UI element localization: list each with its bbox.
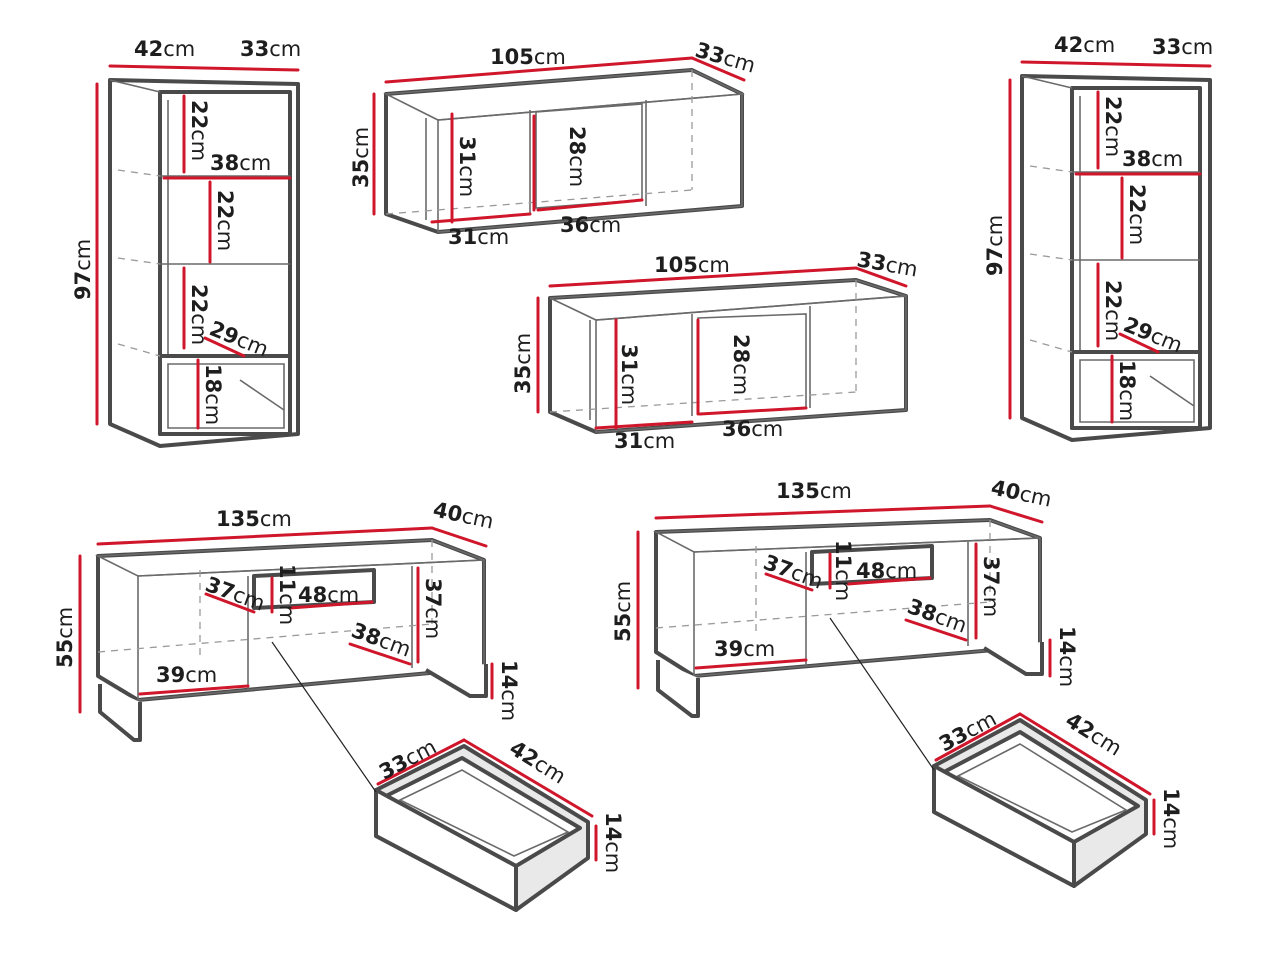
- dim-wb-height: 35cm: [511, 333, 535, 394]
- bookcase-left: [95, 64, 300, 448]
- sideboard-right: [636, 504, 1052, 718]
- dim-wb-depth: 33cm: [855, 247, 919, 281]
- dim-sl-height: 55cm: [53, 607, 77, 668]
- dim-wa-inner-width: 31cm: [448, 225, 509, 249]
- dim-wb-inner-width-2: 36cm: [722, 417, 783, 441]
- dim-dl-height: 14cm: [601, 812, 625, 873]
- dim-wa-width: 105cm: [490, 45, 566, 69]
- dim-wb-width: 105cm: [654, 253, 730, 277]
- dim-wb-inner-height-2: 28cm: [729, 334, 753, 395]
- bookcase-right: [1008, 60, 1212, 442]
- dim-sr-height: 55cm: [611, 581, 635, 642]
- dim-wa-inner-height-2: 28cm: [565, 126, 589, 187]
- dim-sl-drawer-width: 48cm: [298, 583, 359, 607]
- dim-tr-shelf1: 22cm: [1101, 96, 1125, 157]
- dim-tl-shelf2: 22cm: [213, 190, 237, 251]
- drawer-left: [271, 641, 598, 912]
- dim-sr-drawer-height: 11cm: [831, 540, 855, 601]
- dim-dr-height: 14cm: [1159, 788, 1183, 849]
- dim-tr-shelf2: 22cm: [1125, 184, 1149, 245]
- dim-tl-depth: 33cm: [240, 37, 301, 61]
- dim-wb-inner-width: 31cm: [614, 429, 675, 453]
- dim-tr-inner-width: 38cm: [1122, 147, 1183, 171]
- dim-sl-depth: 40cm: [431, 497, 496, 533]
- dim-sr-leg-height: 14cm: [1055, 626, 1079, 687]
- dim-sl-side-height: 37cm: [421, 578, 445, 639]
- wall-shelf-bottom: [536, 266, 908, 434]
- dim-sl-drawer-depth: 37cm: [202, 572, 268, 616]
- dim-sr-width: 135cm: [776, 479, 852, 503]
- dim-sr-side-height: 37cm: [979, 556, 1003, 617]
- sideboard-left: [78, 526, 494, 742]
- dim-tl-inner-width: 38cm: [210, 151, 271, 175]
- drawer-right: [829, 617, 1156, 888]
- dim-wa-height: 35cm: [349, 127, 373, 188]
- dim-tl-width: 42cm: [134, 37, 195, 61]
- dim-sl-width: 135cm: [216, 507, 292, 531]
- dim-tr-shelf3: 22cm: [1101, 280, 1125, 341]
- dim-sr-bottom-width: 39cm: [714, 637, 775, 661]
- dim-tr-height: 97cm: [983, 215, 1007, 276]
- dim-wa-inner-height: 31cm: [455, 136, 479, 197]
- dim-wa-inner-width-2: 36cm: [560, 213, 621, 237]
- dim-sr-depth: 40cm: [989, 475, 1054, 511]
- dim-wb-inner-height: 31cm: [617, 344, 641, 405]
- wall-shelf-top: [372, 56, 746, 234]
- dim-tl-shelf3: 22cm: [187, 284, 211, 345]
- dim-tl-shelf1: 22cm: [187, 100, 211, 161]
- dim-sl-bottom-width: 39cm: [156, 663, 217, 687]
- dim-tr-compartment: 18cm: [1115, 360, 1139, 421]
- dim-tl-compartment: 18cm: [201, 364, 225, 425]
- dim-sl-leg-height: 14cm: [497, 660, 521, 721]
- dim-tr-depth: 33cm: [1152, 35, 1213, 59]
- dimension-labels: 42cm 33cm 97cm 22cm 38cm 22cm 22cm 29cm …: [53, 33, 1213, 873]
- dim-sl-drawer-height: 11cm: [275, 564, 299, 625]
- dim-tl-height: 97cm: [71, 239, 95, 300]
- dim-sr-drawer-width: 48cm: [856, 559, 917, 583]
- dim-tr-width: 42cm: [1054, 33, 1115, 57]
